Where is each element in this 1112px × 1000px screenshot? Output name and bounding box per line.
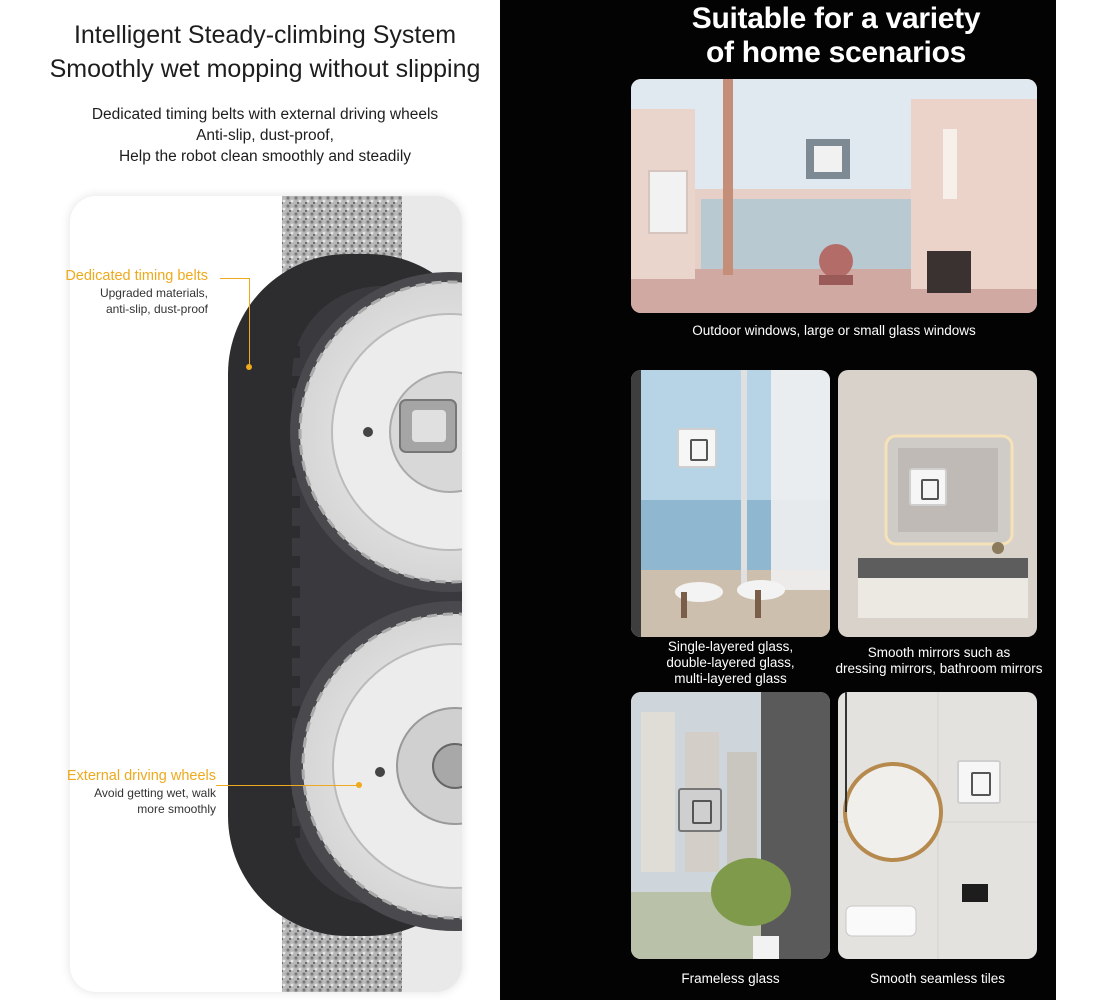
left-panel: Intelligent Steady-climbing System Smoot… <box>0 0 500 1000</box>
frameless-robot <box>678 788 722 832</box>
scene-frameless-glass <box>631 692 830 959</box>
right-title-line1: Suitable for a variety <box>691 2 981 35</box>
callout-driving-wheels-title: External driving wheels <box>66 768 216 784</box>
scene-mirrors-caption-line1: Smooth mirrors such as <box>867 645 1011 660</box>
left-title-line1: Intelligent Steady-climbing System <box>73 21 457 49</box>
callout-timing-belts: Dedicated timing belts Upgraded material… <box>40 267 208 317</box>
right-panel: Suitable for a variety of home scenarios… <box>500 0 1056 1000</box>
layered-glass-image <box>631 370 830 637</box>
scene-mirrors-caption-line2: dressing mirrors, bathroom mirrors <box>835 661 1043 676</box>
seamless-tiles-image <box>838 692 1037 959</box>
left-subtitle-line3: Help the robot clean smoothly and steadi… <box>118 148 412 165</box>
scene-frameless-glass-caption-line1: Frameless glass <box>681 971 780 986</box>
belt-illustration-card <box>70 196 462 992</box>
callout-driving-wheels-leader <box>216 785 360 786</box>
callout-driving-wheels-desc-line2: more smoothly <box>137 802 216 816</box>
scene-seamless-tiles-caption: Smooth seamless tiles <box>838 971 1037 987</box>
left-subtitle-line2: Anti-slip, dust-proof, <box>196 127 334 144</box>
frameless-glass-image <box>631 692 830 959</box>
scene-layered-glass-caption: Single-layered glass, double-layered gla… <box>631 639 830 687</box>
left-title-line2: Smoothly wet mopping without slipping <box>49 55 481 83</box>
scene-layered-glass-caption-line2: double-layered glass, <box>666 655 795 670</box>
left-subtitle-line1: Dedicated timing belts with external dri… <box>91 106 439 123</box>
window-robot <box>677 428 717 468</box>
callout-driving-wheels-dot <box>356 782 362 788</box>
mirror-robot <box>909 468 947 506</box>
timing-belt-illustration <box>228 196 462 992</box>
callout-timing-belts-dot <box>246 364 252 370</box>
callout-timing-belts-desc-line2: anti-slip, dust-proof <box>105 302 208 316</box>
scene-outdoor-window-caption-line1: Outdoor windows, large or small glass wi… <box>692 323 976 338</box>
right-title-line2: of home scenarios <box>706 36 966 69</box>
tile-robot <box>957 760 1001 804</box>
callout-timing-belts-desc-line1: Upgraded materials, <box>99 286 208 300</box>
callout-driving-wheels-desc-line1: Avoid getting wet, walk <box>94 786 216 800</box>
left-title: Intelligent Steady-climbing System Smoot… <box>0 18 530 86</box>
scene-outdoor-window-caption: Outdoor windows, large or small glass wi… <box>631 323 1037 339</box>
scene-seamless-tiles-caption-line1: Smooth seamless tiles <box>869 971 1006 986</box>
scene-seamless-tiles <box>838 692 1037 959</box>
scene-layered-glass-caption-line1: Single-layered glass, <box>667 639 794 654</box>
callout-timing-belts-leader <box>220 278 250 366</box>
right-title: Suitable for a variety of home scenarios <box>500 2 1112 70</box>
scene-frameless-glass-caption: Frameless glass <box>631 971 830 987</box>
scene-mirrors-caption: Smooth mirrors such as dressing mirrors,… <box>816 645 1062 677</box>
callout-timing-belts-title: Dedicated timing belts <box>65 268 208 284</box>
scene-layered-glass <box>631 370 830 637</box>
callout-driving-wheels: External driving wheels Avoid getting we… <box>40 767 216 817</box>
left-subtitle: Dedicated timing belts with external dri… <box>0 104 530 167</box>
scene-outdoor-window <box>631 79 1037 313</box>
outdoor-window-image <box>631 79 1037 313</box>
scene-layered-glass-caption-line3: multi-layered glass <box>674 671 787 686</box>
